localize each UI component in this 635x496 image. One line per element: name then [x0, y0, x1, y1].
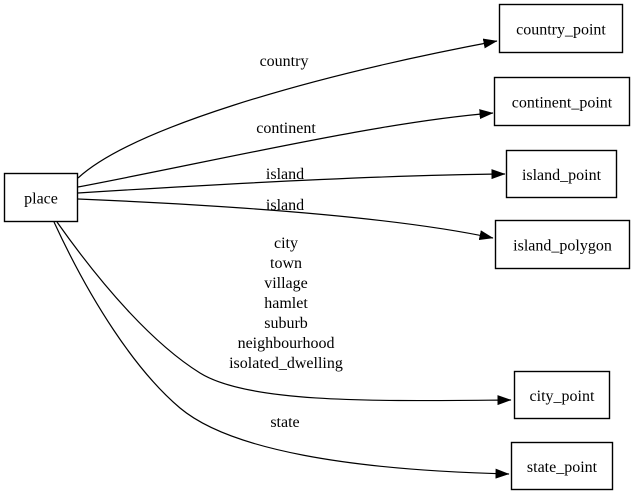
node-continent_point-label: continent_point — [512, 95, 613, 112]
edge-line-state — [53, 221, 510, 479]
edge-place-country_point: country — [77, 38, 498, 179]
edge-line-island-point — [77, 169, 506, 194]
node-continent_point: continent_point — [493, 76, 631, 127]
edge-label-island-polygon: island — [266, 197, 304, 214]
edge-label-city-line3: village — [264, 275, 308, 292]
node-island_point: island_point — [505, 149, 618, 199]
edge-line-continent — [77, 109, 494, 188]
node-island_polygon: island_polygon — [494, 219, 631, 270]
node-place: place — [3, 172, 79, 223]
node-state_point: state_point — [510, 441, 614, 491]
edge-label-state: state — [270, 414, 299, 431]
node-place-box — [3, 172, 79, 223]
edge-label-city-line5: suburb — [264, 315, 308, 332]
edge-label-city-line6: neighbourhood — [238, 335, 335, 352]
edge-label-city-line7: isolated_dwelling — [229, 355, 343, 372]
edge-label-city-line2: town — [270, 255, 302, 272]
edge-line-island-polygon — [77, 198, 494, 241]
edge-line-city — [56, 221, 512, 406]
node-country_point-label: country_point — [516, 22, 606, 39]
edge-place-city_point: city town village hamlet suburb neighbou… — [56, 221, 512, 406]
edge-label-country: country — [260, 53, 309, 70]
edge-place-island_polygon: island — [77, 197, 494, 241]
node-continent_point-box — [493, 76, 631, 127]
node-country_point-box — [498, 3, 624, 54]
node-city_point: city_point — [513, 370, 611, 420]
edge-place-continent_point: continent — [77, 109, 494, 188]
edge-label-city-line4: hamlet — [264, 295, 308, 312]
edge-place-island_point: island — [77, 166, 506, 194]
node-city_point-label: city_point — [530, 388, 595, 405]
node-island_polygon-label: island_polygon — [513, 238, 612, 255]
edge-label-continent: continent — [256, 120, 316, 137]
node-country_point: country_point — [498, 3, 624, 54]
node-place-label: place — [24, 191, 58, 208]
node-state_point-label: state_point — [527, 459, 598, 476]
edge-place-state_point: state — [53, 221, 510, 479]
node-city_point-box — [513, 370, 611, 420]
edge-line-country — [77, 38, 498, 179]
node-island_point-label: island_point — [522, 167, 602, 184]
node-island_point-box — [505, 149, 618, 199]
edge-label-island-point: island — [266, 166, 304, 183]
node-state_point-box — [510, 441, 614, 491]
node-island_polygon-box — [494, 219, 631, 270]
edge-label-city-line1: city — [274, 235, 298, 252]
